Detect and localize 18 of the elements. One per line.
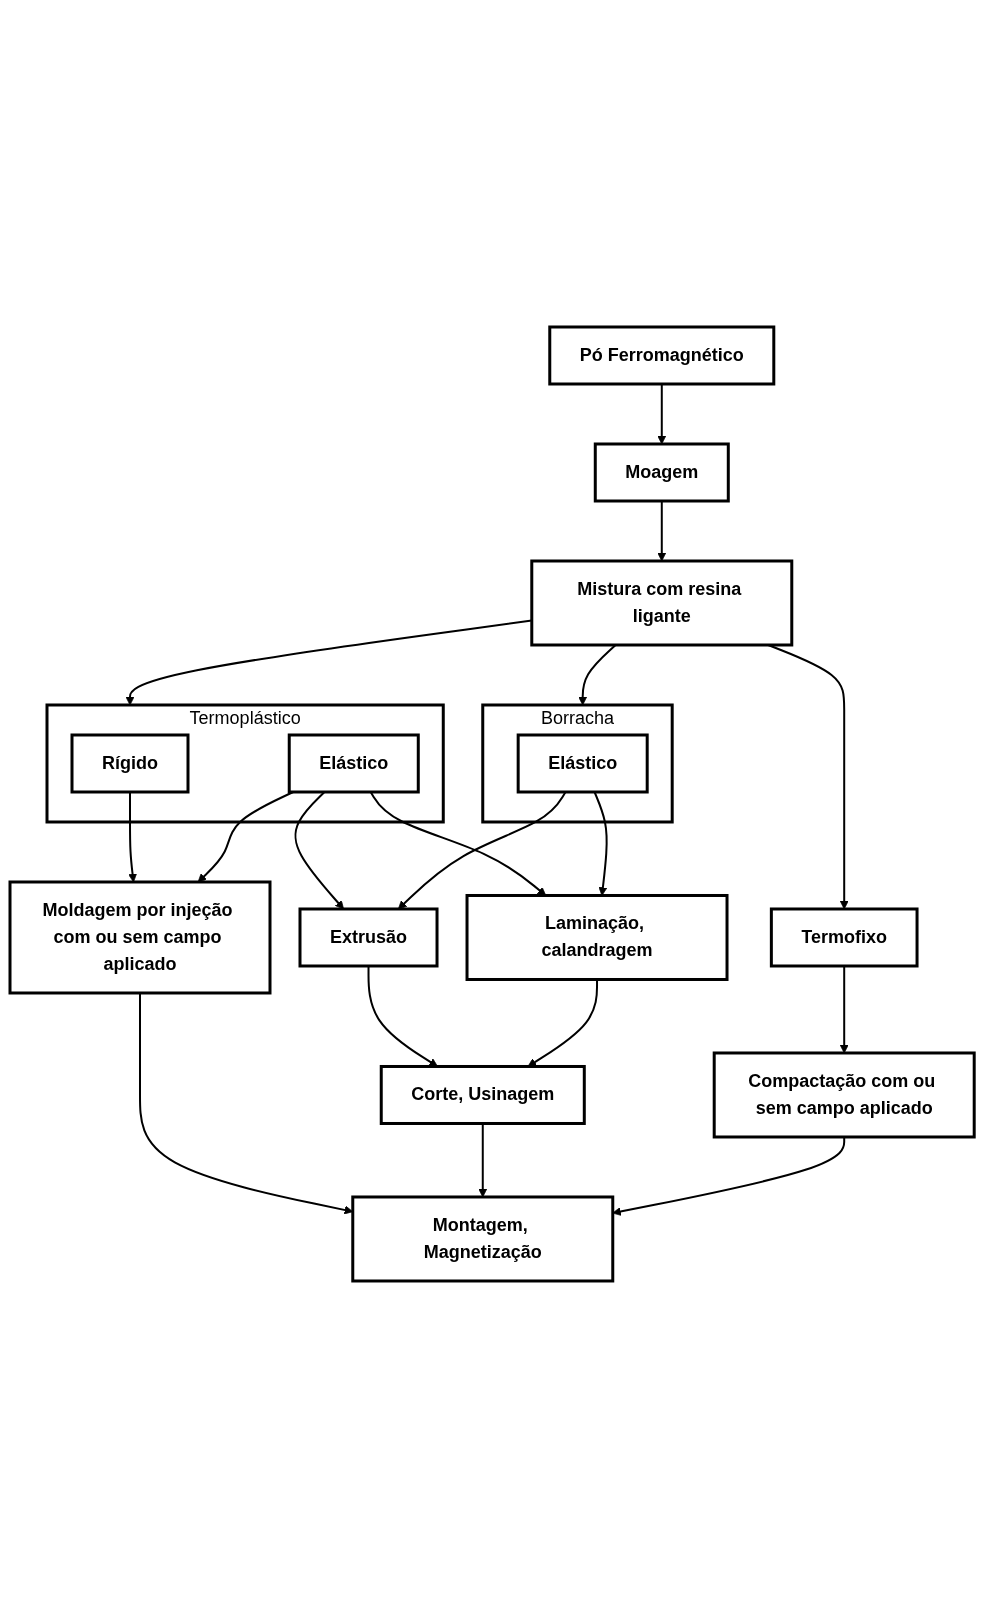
node-box: Moagem: [594, 442, 731, 503]
arrow: [370, 791, 547, 896]
node-box: Termofixo: [770, 907, 919, 968]
node-box: Elástico: [288, 733, 421, 794]
arrow: [593, 791, 609, 896]
arrow: [578, 644, 618, 706]
node-box: Moldagem por injeção com ou sem campo aplicado: [8, 880, 272, 995]
node-box: Montagem, Magnetização: [351, 1195, 615, 1283]
node-box: Elástico: [517, 733, 650, 794]
node-box: Mistura com resina ligante: [530, 559, 794, 647]
node-box: Rígido: [70, 733, 190, 794]
node-box: Compactação com ou sem campo aplicado: [713, 1051, 977, 1139]
node-box: Extrusão: [298, 907, 439, 968]
node-box: Laminação, calandragem: [465, 894, 729, 981]
arrow: [367, 965, 439, 1067]
node-box: Corte, Usinagem: [380, 1065, 587, 1125]
node-box: Pó Ferromagnético: [548, 325, 776, 386]
arrow: [139, 992, 354, 1215]
